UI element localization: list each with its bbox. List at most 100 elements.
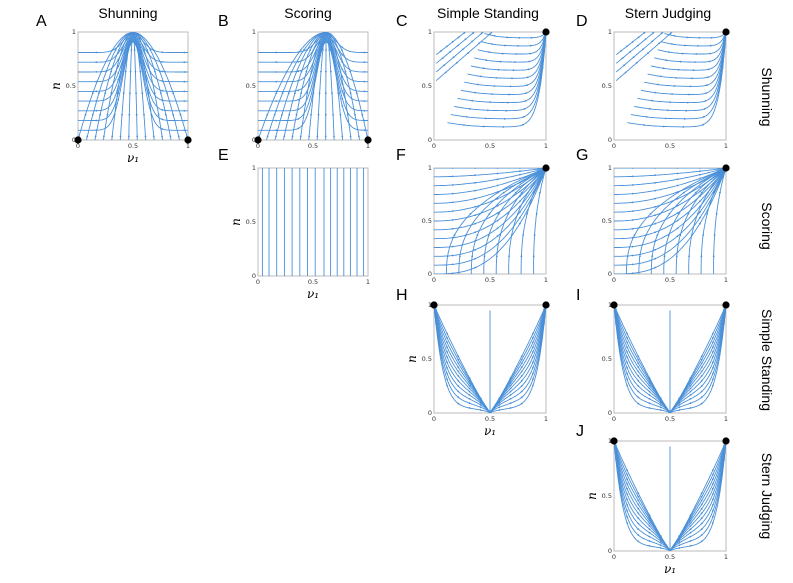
- stream-arrow: [700, 375, 703, 377]
- stream-arrow: [273, 113, 276, 116]
- stream-arrow: [325, 49, 327, 51]
- stream-arrow: [648, 402, 651, 405]
- stream-arrow: [514, 191, 517, 194]
- streamlines: [435, 32, 546, 128]
- y-axis-label: n: [49, 82, 63, 90]
- stream-arrow: [183, 51, 186, 54]
- stream-arrow: [446, 372, 448, 375]
- stream-arrow: [331, 92, 333, 95]
- stream-arrow: [464, 38, 467, 41]
- stream-arrow: [676, 235, 679, 238]
- stream-arrow: [626, 346, 628, 348]
- stream-arrow: [637, 528, 640, 530]
- y-tick-label: 0: [428, 136, 432, 144]
- stream-arrow: [517, 45, 519, 47]
- stream-arrow: [637, 402, 640, 405]
- stream-arrow: [508, 255, 510, 258]
- stream-arrow: [626, 255, 629, 258]
- stream-arrow: [508, 93, 510, 96]
- stream-arrow: [496, 191, 499, 194]
- stream-arrow: [712, 346, 714, 348]
- stream-arrow: [686, 36, 688, 39]
- x-tick-label: 0: [432, 142, 436, 150]
- x-tick-label: 0.5: [485, 276, 495, 284]
- streamline: [258, 32, 327, 140]
- stream-arrow: [648, 514, 651, 517]
- stream-arrow: [328, 49, 331, 51]
- stream-arrow: [700, 379, 703, 382]
- x-tick-label: 0: [612, 276, 616, 284]
- panel-frame: [77, 31, 189, 141]
- stream-arrow: [527, 191, 529, 194]
- streamlines: [78, 32, 188, 140]
- stream-arrow: [712, 361, 714, 364]
- stream-arrow: [637, 390, 640, 393]
- stream-arrow: [631, 219, 634, 221]
- stream-arrow: [648, 525, 651, 527]
- x-tick-label: 1: [366, 278, 370, 286]
- y-tick-label: 0: [252, 272, 256, 280]
- streamlines: [615, 32, 726, 128]
- stream-arrow: [629, 50, 632, 53]
- stream-arrow: [451, 192, 454, 195]
- stream-arrow: [637, 370, 640, 373]
- stream-arrow: [489, 101, 491, 104]
- stream-arrow: [624, 71, 627, 74]
- streamline: [325, 32, 327, 140]
- stream-arrow: [631, 272, 634, 274]
- stream-arrow: [637, 396, 640, 399]
- stream-arrow: [508, 191, 511, 194]
- stream-arrow: [128, 113, 131, 116]
- stream-arrow: [94, 135, 97, 138]
- stream-arrow: [705, 92, 707, 94]
- stream-arrow: [465, 116, 468, 118]
- stream-arrow: [712, 372, 714, 375]
- stream-arrow: [643, 32, 646, 34]
- stream-arrow: [468, 107, 471, 110]
- stream-arrow: [678, 397, 681, 400]
- stream-arrow: [700, 528, 703, 530]
- stream-arrow: [666, 109, 669, 112]
- stream-arrow: [86, 135, 89, 138]
- stream-arrow: [712, 522, 714, 524]
- stream-arrow: [658, 42, 661, 45]
- stream-arrow: [637, 385, 640, 387]
- stream-arrow: [676, 219, 679, 222]
- stream-arrow: [648, 535, 651, 538]
- stream-arrow: [648, 107, 651, 110]
- stream-arrow: [318, 92, 321, 95]
- x-tick-label: 1: [724, 276, 728, 284]
- stream-arrow: [648, 398, 651, 400]
- streamline: [634, 32, 726, 112]
- stream-arrow: [488, 213, 491, 215]
- stream-arrow: [651, 255, 654, 258]
- stream-arrow: [682, 191, 685, 194]
- stream-arrow: [355, 92, 358, 95]
- streamline: [78, 41, 188, 131]
- stream-arrow: [533, 191, 535, 194]
- stream-arrow: [699, 190, 701, 193]
- stream-arrow: [446, 346, 448, 348]
- stream-arrow: [446, 332, 448, 335]
- stream-arrow: [626, 522, 628, 524]
- stream-arrow: [654, 197, 656, 200]
- stream-arrow: [664, 117, 667, 120]
- stream-arrow: [495, 77, 498, 79]
- stream-arrow: [119, 135, 122, 138]
- stream-arrow: [689, 531, 692, 534]
- stream-arrow: [451, 168, 454, 169]
- stream-arrow: [626, 366, 628, 369]
- stream-arrow: [324, 92, 327, 95]
- col-title-shunning: Shunning: [98, 5, 157, 21]
- stream-arrow: [676, 184, 679, 187]
- stream-arrow: [689, 394, 692, 396]
- stream-arrow: [111, 135, 114, 138]
- stream-arrow: [523, 108, 526, 110]
- x-tick-label: 0: [256, 278, 260, 286]
- stream-arrow: [712, 378, 714, 381]
- stream-arrow: [626, 509, 628, 512]
- stream-arrow: [712, 493, 714, 495]
- x-tick-label: 1: [186, 142, 190, 150]
- stream-arrow: [349, 92, 352, 95]
